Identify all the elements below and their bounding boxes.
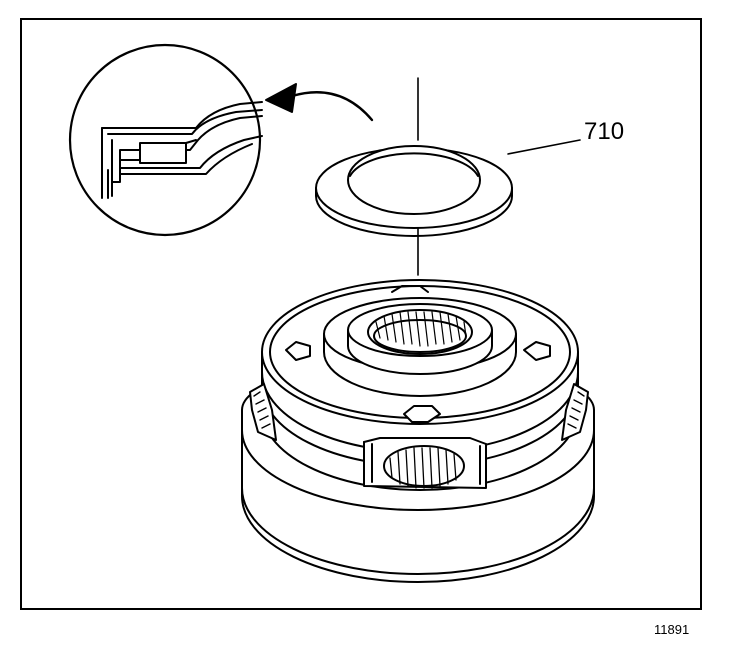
curved-arrow <box>265 83 374 122</box>
callout-leader <box>507 139 581 155</box>
part-callout-label: 710 <box>584 118 625 145</box>
detail-inset <box>68 43 263 237</box>
thrust-washer <box>315 145 513 237</box>
figure-id-label: 11891 <box>654 622 690 637</box>
carrier-assembly <box>241 279 595 583</box>
